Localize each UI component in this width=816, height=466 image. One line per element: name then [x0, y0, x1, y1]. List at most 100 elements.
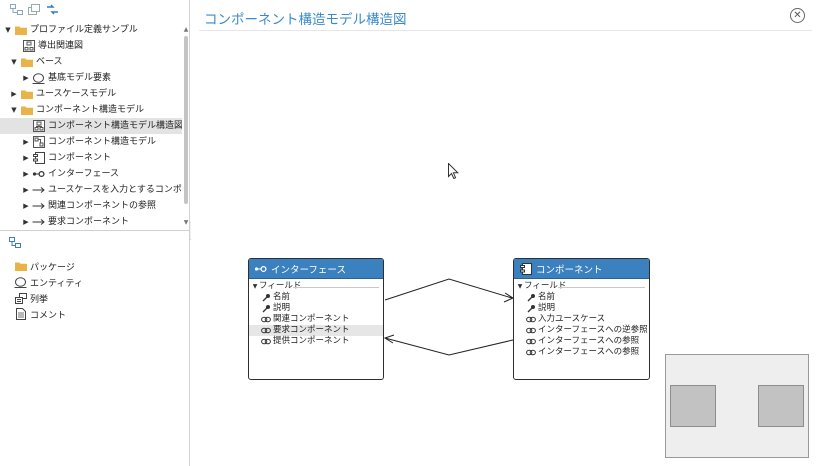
collapsed-arrow-icon[interactable]: ▶: [23, 138, 29, 146]
link-icon: [526, 348, 536, 357]
tree-item-related-component-ref[interactable]: ▶ 関連コンポーネントの参照: [23, 200, 157, 212]
tree-item-required-component[interactable]: ▶ 要求コンポーネント: [23, 217, 130, 227]
expanded-arrow-icon[interactable]: ▼: [11, 106, 17, 114]
collapsed-arrow-icon[interactable]: ▶: [23, 202, 29, 210]
tree-item-component[interactable]: ▶ コンポーネント: [23, 152, 112, 164]
interface-icon: [32, 168, 45, 180]
folder-icon: [14, 260, 27, 272]
fields-section[interactable]: ▼ フィールド: [517, 281, 567, 291]
field-row-highlighted[interactable]: 要求コンポーネント: [249, 325, 383, 336]
field-row[interactable]: 名前: [249, 292, 383, 303]
tree-item-component-structure-diagram[interactable]: コンポーネント構造モデル構造図: [0, 118, 182, 134]
fields-section[interactable]: ▼ フィールド: [252, 281, 302, 291]
tree-item-component-structure-model[interactable]: ▶ コンポーネント構造モデル: [23, 136, 157, 148]
palette-item-entity[interactable]: エンティティ: [14, 274, 83, 290]
connector-interface-to-component[interactable]: [384, 278, 513, 301]
collapsed-arrow-icon[interactable]: ▶: [23, 170, 29, 178]
diagram-minimap[interactable]: [665, 354, 809, 458]
enumeration-icon: [14, 292, 27, 304]
key-icon: [261, 293, 271, 302]
field-row[interactable]: 提供コンポーネント: [249, 336, 383, 347]
tree-item-component-structure-model-folder[interactable]: ▼ コンポーネント構造モデル: [11, 104, 145, 116]
collapsed-arrow-icon[interactable]: ▶: [23, 218, 29, 226]
entity-icon: [32, 72, 45, 84]
component-icon: [519, 262, 532, 275]
scrollbar-thumb[interactable]: [184, 36, 188, 204]
structure-diagram-icon: [32, 120, 45, 132]
interface-icon: [254, 263, 267, 275]
entity-header[interactable]: コンポーネント: [514, 259, 649, 279]
mouse-cursor-icon: [448, 162, 460, 182]
link-icon: [261, 315, 271, 324]
field-row[interactable]: インターフェースへの参照: [514, 347, 649, 358]
expand-all-icon[interactable]: [27, 3, 41, 16]
folder-icon: [20, 104, 33, 116]
browser-toolbar: [0, 0, 190, 20]
folder-icon: [14, 24, 27, 36]
link-icon: [261, 326, 271, 335]
key-icon: [526, 293, 536, 302]
minimap-entity-component: [758, 385, 804, 427]
entity-name: インターフェース: [271, 264, 346, 276]
section-divider: [293, 287, 379, 288]
collapsed-arrow-icon[interactable]: ▶: [23, 154, 29, 162]
link-icon: [526, 326, 536, 335]
scroll-up-icon[interactable]: ▲: [183, 26, 189, 33]
entity-interface[interactable]: インターフェース ▼ フィールド 名前 説明 関連コンポーネン: [248, 258, 384, 380]
link-icon: [261, 337, 271, 346]
collapse-all-icon[interactable]: [9, 3, 23, 16]
entity-name: コンポーネント: [536, 264, 603, 276]
link-icon: [526, 337, 536, 346]
tree-item-base[interactable]: ▼ ベース: [11, 56, 63, 68]
collapsed-arrow-icon[interactable]: ▶: [11, 90, 17, 98]
model-browser-panel: ▼ プロファイル定義サンプル 導出関連図 ▼ ベース ▶ 基底モデル要素 ▶ ユ…: [0, 0, 190, 466]
tree-item-base-model-element[interactable]: ▶ 基底モデル要素: [23, 72, 112, 84]
entity-icon: [14, 276, 27, 288]
tree-item-derived-diagram[interactable]: 導出関連図: [0, 38, 182, 54]
tree-item-usecase-model[interactable]: ▶ ユースケースモデル: [11, 88, 117, 100]
field-row[interactable]: 入力ユースケース: [514, 314, 649, 325]
palette-item-package[interactable]: パッケージ: [14, 258, 75, 274]
expanded-arrow-icon[interactable]: ▼: [517, 283, 523, 290]
close-icon[interactable]: ✕: [790, 8, 805, 23]
palette-item-comment[interactable]: コメント: [14, 306, 66, 322]
collapsed-arrow-icon[interactable]: ▶: [23, 186, 29, 194]
connector-arrowhead: [383, 334, 395, 344]
field-row[interactable]: インターフェースへの参照: [514, 336, 649, 347]
minimap-entity-interface: [670, 385, 716, 427]
palette-header: [0, 233, 190, 253]
expanded-arrow-icon[interactable]: ▼: [5, 26, 11, 34]
scroll-down-icon[interactable]: ▼: [183, 219, 189, 226]
link-with-editor-icon[interactable]: [45, 3, 59, 16]
tree-scrollbar[interactable]: ▲ ▼: [182, 22, 190, 230]
link-icon: [526, 315, 536, 324]
folder-icon: [20, 88, 33, 100]
key-icon: [261, 304, 271, 313]
arrow-icon: [32, 200, 45, 212]
tree-item-interface[interactable]: ▶ インターフェース: [23, 168, 120, 180]
expanded-arrow-icon[interactable]: ▼: [252, 283, 258, 290]
expanded-arrow-icon[interactable]: ▼: [11, 58, 17, 66]
connector-component-to-interface[interactable]: [384, 337, 514, 356]
panel-divider: [0, 230, 190, 231]
tree-item-profile-sample[interactable]: ▼ プロファイル定義サンプル: [5, 24, 138, 36]
model-icon: [32, 136, 45, 148]
field-row[interactable]: 説明: [249, 303, 383, 314]
folder-icon: [20, 56, 33, 68]
field-row[interactable]: インターフェースへの逆参照: [514, 325, 649, 336]
component-icon: [32, 152, 45, 164]
tree-item-usecase-input-component[interactable]: ▶ ユースケースを入力とするコンポーネ: [23, 185, 182, 195]
title-divider: [199, 30, 812, 31]
palette-hierarchy-icon[interactable]: [8, 236, 22, 249]
section-divider: [558, 287, 645, 288]
field-row[interactable]: 名前: [514, 292, 649, 303]
collapsed-arrow-icon[interactable]: ▶: [23, 74, 29, 82]
field-row[interactable]: 関連コンポーネント: [249, 314, 383, 325]
entity-component[interactable]: コンポーネント ▼ フィールド 名前 説明 入力ユースケース: [513, 258, 650, 380]
field-row[interactable]: 説明: [514, 303, 649, 314]
connector-arrowhead: [503, 292, 515, 303]
entity-header[interactable]: インターフェース: [249, 259, 383, 279]
diagram-canvas[interactable]: インターフェース ▼ フィールド 名前 説明 関連コンポーネン: [191, 0, 816, 466]
palette-item-enumeration[interactable]: 列挙: [14, 290, 48, 306]
diagram-icon: [22, 40, 35, 52]
